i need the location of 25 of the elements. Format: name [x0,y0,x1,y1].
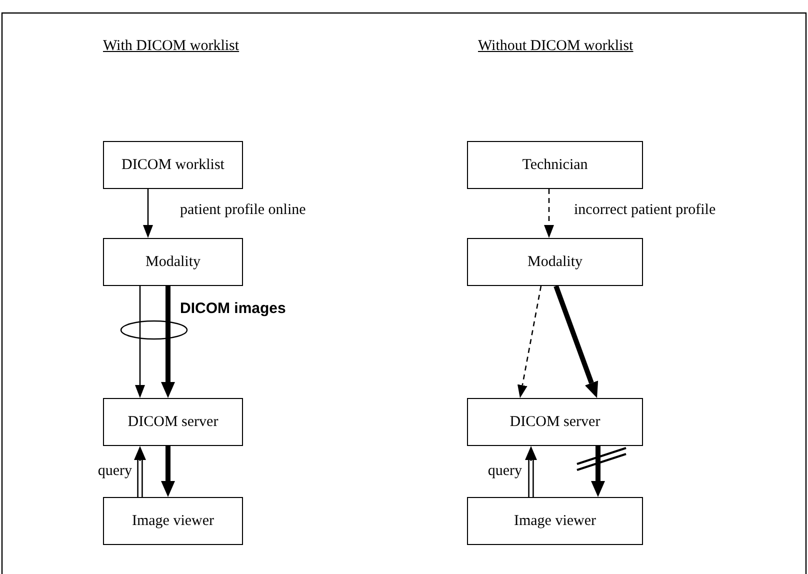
process-box: Image viewer [467,497,643,545]
process-box: Modality [103,238,243,286]
process-box: DICOM server [103,398,243,446]
process-box: Modality [467,238,643,286]
arrow [161,286,175,398]
arrow [591,446,605,497]
arrow [134,446,146,498]
section-heading: Without DICOM worklist [478,37,634,55]
arrow [554,285,598,398]
edge-label: DICOM images [180,300,286,318]
arrow [135,286,145,398]
arrow [143,189,153,238]
process-box: Image viewer [103,497,243,545]
edge-label: query [488,462,522,480]
process-box: Technician [467,141,643,189]
edge-label: incorrect patient profile [574,201,716,219]
edge-label: query [98,462,132,480]
arrow [161,446,175,497]
process-box: DICOM server [467,398,643,446]
process-box: DICOM worklist [103,141,243,189]
edge-label: patient profile online [180,201,306,219]
section-heading: With DICOM worklist [103,37,240,55]
arrow [517,286,542,398]
arrow [525,446,537,498]
arrow [544,189,554,238]
